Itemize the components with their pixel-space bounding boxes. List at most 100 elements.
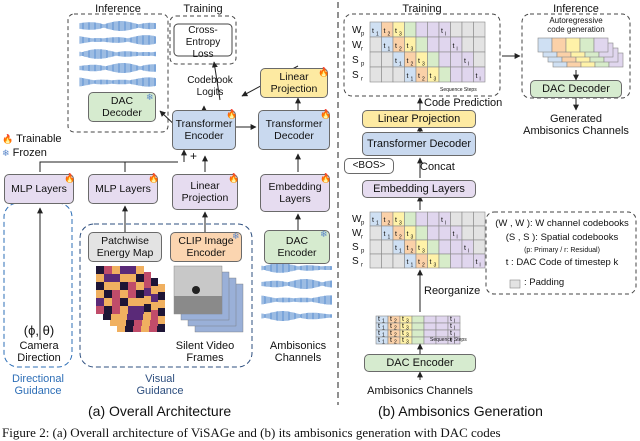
patchwise-energy-map: Patchwise Energy Map — [88, 232, 162, 262]
frame-ground — [174, 296, 222, 314]
code-token-sub: 1 — [399, 62, 402, 68]
energy-tile — [143, 312, 151, 320]
energy-tile — [134, 318, 142, 326]
row-label-sub: p — [361, 249, 365, 255]
frozen-icon: ❄ — [320, 229, 328, 239]
right-dac-decoder: DAC Decoder — [530, 80, 622, 98]
code-token: t — [418, 259, 420, 266]
energy-tile — [104, 306, 112, 314]
code-token: t — [395, 245, 397, 252]
code-token: t — [418, 245, 420, 252]
energy-tile — [104, 290, 112, 298]
code-cell — [473, 51, 486, 68]
code-token: t — [407, 73, 409, 80]
waveform-line — [261, 263, 332, 273]
code-token: t — [378, 323, 380, 330]
code-token: t — [441, 217, 443, 224]
code-token: t — [378, 316, 380, 323]
code-cell — [423, 322, 437, 331]
row-label-sub: p — [361, 32, 365, 38]
code-cell — [438, 36, 451, 53]
code-token-sub: 1 — [411, 263, 414, 269]
energy-tile — [112, 266, 120, 274]
code-token: t — [464, 58, 466, 65]
codebook-logits-label: Codebook Logits — [187, 75, 233, 98]
code-cell — [461, 21, 474, 38]
code-token: t — [390, 330, 392, 337]
code-cell — [473, 225, 486, 241]
code-token: t — [450, 323, 452, 330]
code-cell — [411, 336, 425, 345]
code-token: t — [395, 217, 397, 224]
left-transformer-decoder: Transformer Decoder — [258, 110, 330, 150]
code-cell — [404, 21, 417, 38]
code-cell — [450, 21, 463, 38]
energy-tile — [150, 294, 158, 302]
code-token: t — [453, 43, 455, 50]
frozen-icon: ❄ — [146, 92, 154, 102]
code-cell — [427, 51, 440, 68]
code-cell — [411, 322, 425, 331]
code-cell — [427, 225, 440, 241]
code-token-sub: 2 — [411, 249, 414, 255]
legend-line-3: (p: Primary / r: Residual) — [524, 247, 600, 254]
code-cell — [427, 21, 440, 38]
code-token-sub: l — [480, 77, 481, 83]
energy-tile — [150, 286, 158, 294]
code-token-sub: l — [468, 62, 469, 68]
code-token: t — [395, 58, 397, 65]
caption-a: (a) Overall Architecture — [88, 403, 232, 419]
energy-tile — [128, 306, 136, 314]
generated-channels: Generated Ambisonics Channels — [523, 113, 629, 137]
energy-tile — [120, 298, 128, 306]
left-ambisonics-channels: Ambisonics Channels — [269, 340, 327, 364]
code-token: t — [395, 43, 397, 50]
code-token-sub: l — [454, 332, 455, 338]
code-token: t — [407, 259, 409, 266]
code-cell — [427, 211, 440, 227]
energy-tile — [118, 318, 126, 326]
code-cell — [473, 21, 486, 38]
energy-tile — [112, 306, 120, 314]
code-cell — [438, 225, 451, 241]
clip-image-encoder: CLIP Image Encoder — [170, 232, 242, 262]
energy-tile — [96, 266, 104, 274]
frozen-icon: ❄ — [232, 231, 240, 241]
code-cell — [438, 239, 451, 255]
energy-tile — [110, 318, 118, 326]
code-token: t — [450, 316, 452, 323]
code-token: t — [441, 28, 443, 35]
energy-tile — [96, 290, 104, 298]
code-token: t — [407, 231, 409, 238]
code-token: t — [407, 43, 409, 50]
code-cell — [435, 315, 449, 324]
energy-tile — [141, 324, 149, 332]
energy-tile — [117, 324, 125, 332]
code-token-sub: 3 — [434, 77, 437, 83]
code-token-sub: l — [457, 47, 458, 53]
camera-symbol: (ϕ, θ) — [23, 323, 55, 338]
code-token-sub: 2 — [399, 47, 402, 53]
left-dac-decoder: DAC Decoder — [88, 92, 156, 122]
row-label: S — [352, 55, 359, 66]
code-token: t — [384, 217, 386, 224]
code-token-sub: 2 — [394, 332, 397, 338]
energy-tile — [136, 306, 144, 314]
trainable-icon: 🔥 — [226, 109, 238, 119]
code-token: t — [453, 231, 455, 238]
row-label: S — [352, 70, 359, 81]
code-cell — [423, 315, 437, 324]
stack-cell — [565, 37, 581, 53]
code-cell — [369, 36, 382, 53]
energy-tile — [136, 290, 144, 298]
energy-tile — [120, 282, 128, 290]
trainable-icon: 🔥 — [228, 173, 240, 183]
energy-tile — [125, 324, 133, 332]
energy-tile — [96, 306, 104, 314]
code-token-sub: l — [480, 263, 481, 269]
code-token: t — [407, 245, 409, 252]
visual-guidance-group — [79, 223, 253, 368]
caption-b: (b) Ambisonics Generation — [378, 403, 543, 419]
code-token: t — [378, 337, 380, 344]
